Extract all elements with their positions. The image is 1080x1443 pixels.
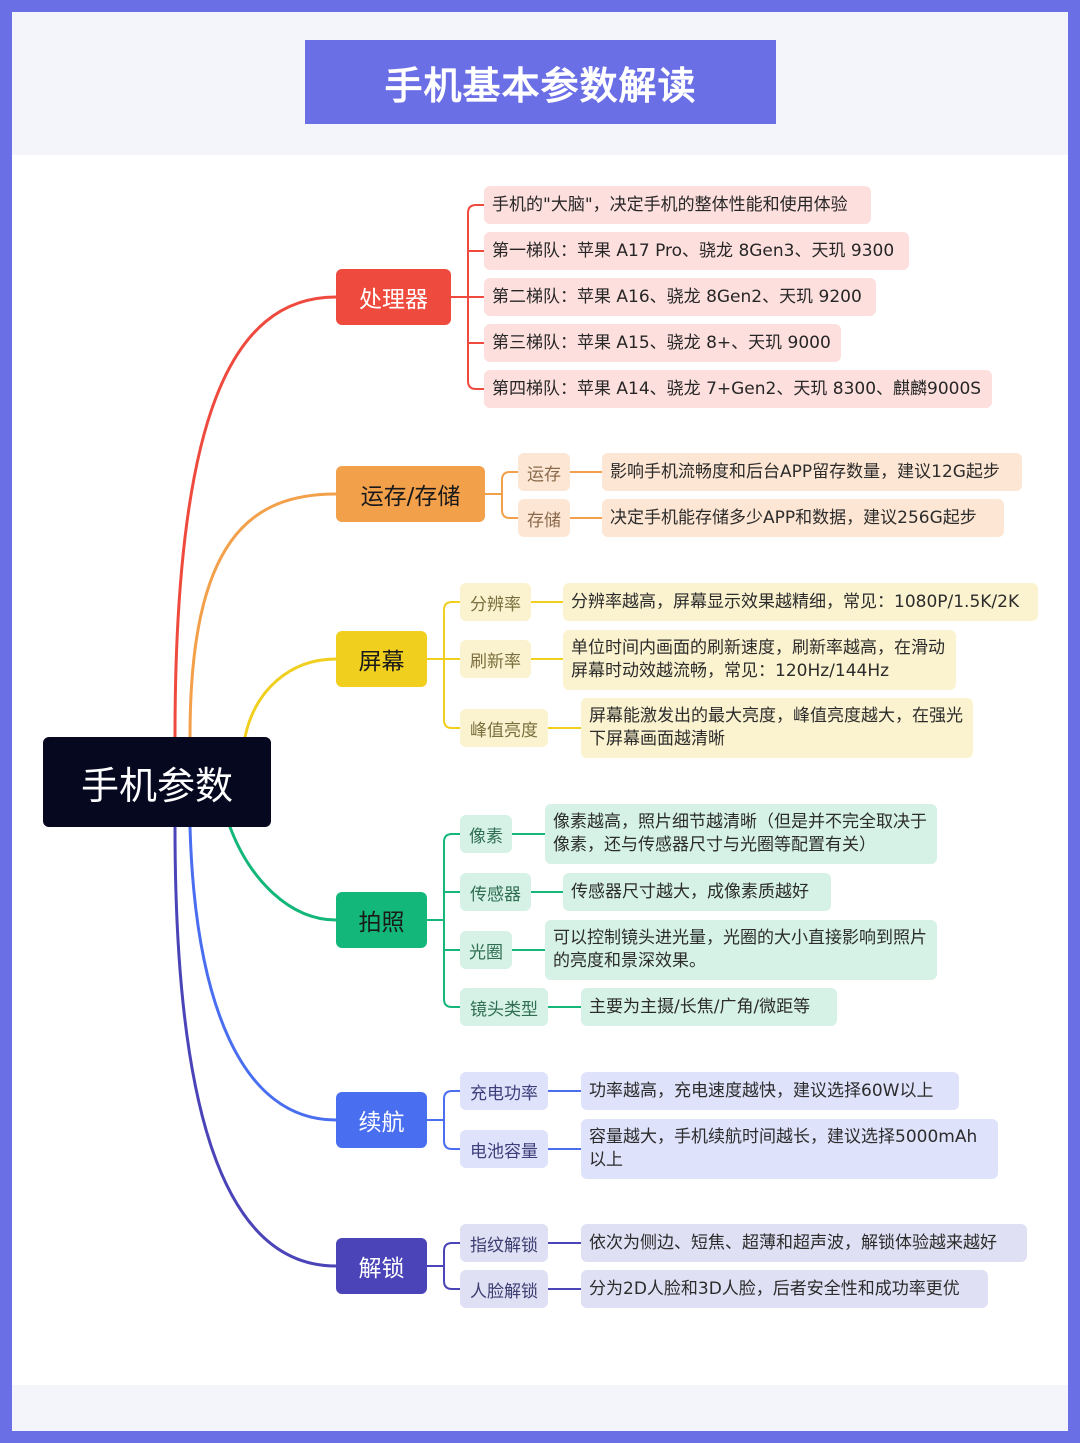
camera-sub-sensor: 传感器 — [460, 873, 531, 911]
camera-desc-aperture: 可以控制镜头进光量，光圈的大小直接影响到照片的亮度和景深效果。 — [545, 920, 937, 980]
page-title: 手机基本参数解读 — [305, 40, 776, 124]
screen-sub-refresh: 刷新率 — [460, 640, 531, 678]
category-unlock: 解锁 — [336, 1238, 427, 1294]
camera-desc-pixels: 像素越高，照片细节越清晰（但是并不完全取决于像素，还与传感器尺寸与光圈等配置有关… — [545, 804, 937, 864]
unlock-sub-face: 人脸解锁 — [460, 1270, 548, 1308]
processor-item-tier2: 第二梯队：苹果 A16、骁龙 8Gen2、天玑 9200 — [484, 278, 876, 316]
battery-sub-capacity: 电池容量 — [460, 1130, 548, 1168]
root-node: 手机参数 — [43, 737, 271, 827]
screen-sub-brightness: 峰值亮度 — [460, 709, 548, 747]
memory-desc-ram: 影响手机流畅度和后台APP留存数量，建议12G起步 — [602, 453, 1022, 491]
memory-sub-ram: 运存 — [518, 453, 570, 491]
camera-sub-pixels: 像素 — [460, 815, 512, 853]
processor-item-tier4: 第四梯队：苹果 A14、骁龙 7+Gen2、天玑 8300、麒麟9000S — [484, 370, 992, 408]
category-camera: 拍照 — [336, 892, 427, 948]
camera-sub-aperture: 光圈 — [460, 931, 512, 969]
screen-desc-brightness: 屏幕能激发出的最大亮度，峰值亮度越大，在强光下屏幕画面越清晰 — [581, 698, 973, 758]
battery-sub-charging: 充电功率 — [460, 1072, 548, 1110]
unlock-sub-fingerprint: 指纹解锁 — [460, 1224, 548, 1262]
screen-desc-refresh: 单位时间内画面的刷新速度，刷新率越高，在滑动屏幕时动效越流畅，常见：120Hz/… — [563, 630, 956, 690]
processor-item-brain: 手机的"大脑"，决定手机的整体性能和使用体验 — [484, 186, 871, 224]
screen-desc-resolution: 分辨率越高，屏幕显示效果越精细，常见：1080P/1.5K/2K — [563, 583, 1038, 621]
category-memory: 运存/存储 — [336, 466, 485, 522]
processor-item-tier1: 第一梯队：苹果 A17 Pro、骁龙 8Gen3、天玑 9300 — [484, 232, 909, 270]
screen-sub-resolution: 分辨率 — [460, 583, 531, 621]
camera-sub-lens: 镜头类型 — [460, 988, 548, 1026]
unlock-desc-fingerprint: 依次为侧边、短焦、超薄和超声波，解锁体验越来越好 — [581, 1224, 1027, 1262]
battery-desc-capacity: 容量越大，手机续航时间越长，建议选择5000mAh以上 — [581, 1119, 998, 1179]
category-battery: 续航 — [336, 1092, 427, 1148]
camera-desc-sensor: 传感器尺寸越大，成像素质越好 — [563, 873, 831, 911]
processor-item-tier3: 第三梯队：苹果 A15、骁龙 8+、天玑 9000 — [484, 324, 841, 362]
battery-desc-charging: 功率越高，充电速度越快，建议选择60W以上 — [581, 1072, 959, 1110]
unlock-desc-face: 分为2D人脸和3D人脸，后者安全性和成功率更优 — [581, 1270, 988, 1308]
camera-desc-lens: 主要为主摄/长焦/广角/微距等 — [581, 988, 837, 1026]
category-processor: 处理器 — [336, 269, 451, 325]
category-screen: 屏幕 — [336, 631, 427, 687]
memory-desc-storage: 决定手机能存储多少APP和数据，建议256G起步 — [602, 499, 1004, 537]
memory-sub-storage: 存储 — [518, 499, 570, 537]
